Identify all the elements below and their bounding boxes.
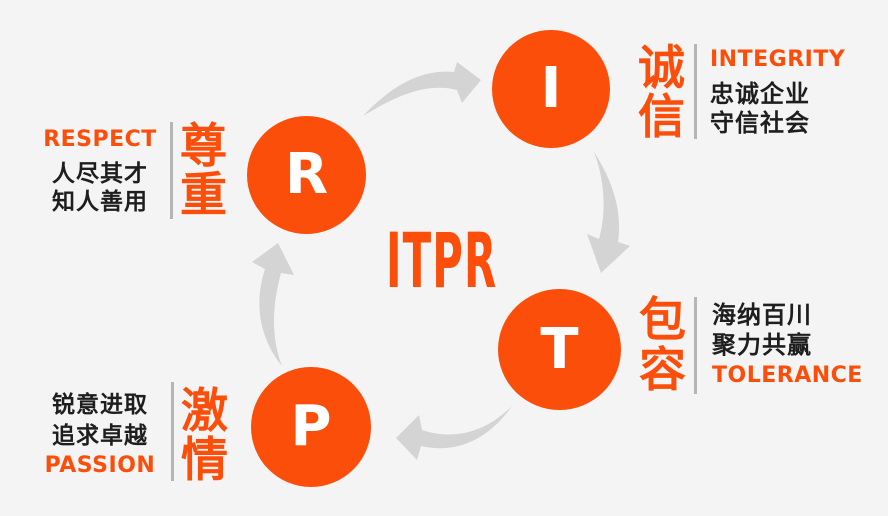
desc-line-tolerance-1: 海纳百川 [712,301,812,329]
desc-line-passion-2: 追求卓越 [52,423,148,449]
en-label-respect: RESPECT [43,127,157,152]
en-label-tolerance: TOLERANCE [712,363,863,388]
cycle-arrow-r-to-i-icon [363,62,481,116]
label-block-respect: RESPECT 人尽其才 知人善用 [30,129,170,216]
node-letter-passion: P [290,394,332,459]
node-circle-respect: R [247,116,366,234]
node-letter-integrity: I [540,56,562,121]
node-letter-tolerance: T [540,316,579,382]
cn-heading-integrity: 诚信 [638,41,685,145]
desc-line-passion-1: 锐意进取 [52,392,148,418]
node-letter-respect: R [284,142,329,207]
desc-line-respect-2: 知人善用 [52,189,148,215]
cn-heading-respect: 尊重 [180,119,227,223]
divider-respect [170,122,173,219]
node-circle-tolerance: T [498,289,621,410]
node-circle-integrity: I [492,30,610,148]
divider-passion [171,382,174,481]
cycle-arrow-t-to-p-icon [396,406,512,460]
center-title: ITPR [386,216,498,305]
desc-line-respect-1: 人尽其才 [52,161,148,187]
en-label-passion: PASSION [44,453,156,478]
en-label-integrity: INTEGRITY [710,47,846,72]
desc-line-tolerance-2: 聚力共赢 [712,331,812,359]
cycle-arrow-p-to-r-icon [252,243,294,366]
cn-heading-tolerance: 包容 [639,293,686,398]
label-block-tolerance: 海纳百川 聚力共赢 TOLERANCE [712,300,863,387]
cycle-arrow-i-to-t-icon [587,152,630,273]
divider-tolerance [694,297,697,394]
desc-line-integrity-1: 忠诚企业 [710,80,810,108]
cn-heading-passion: 激情 [181,384,228,488]
label-block-passion: 锐意进取 追求卓越 PASSION [30,390,170,477]
label-block-integrity: INTEGRITY 忠诚企业 守信社会 [710,49,845,138]
desc-line-integrity-2: 守信社会 [710,109,810,137]
divider-integrity [694,44,697,139]
node-circle-passion: P [251,367,371,487]
